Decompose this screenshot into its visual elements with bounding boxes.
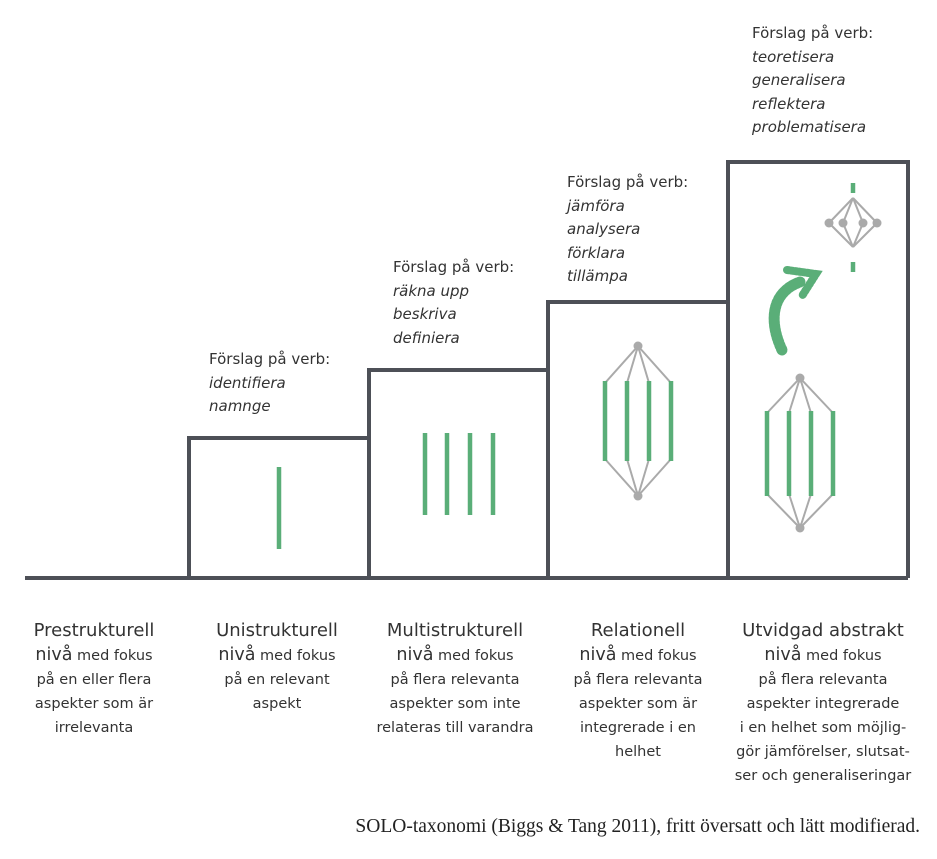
level-desc-line: på flera relevanta	[390, 672, 520, 688]
step-extended-abstract	[726, 160, 910, 578]
verb-item: jämföra	[567, 196, 625, 215]
staircase-outline	[25, 160, 910, 580]
verb-heading: Förslag på verb:	[567, 173, 689, 191]
level-desc-line: relateras till varandra	[376, 720, 534, 736]
level-desc-line: nivå med fokus	[35, 645, 153, 665]
level-multistructural: Multistrukturell nivå med fokus på flera…	[364, 619, 546, 740]
verb-item: problematisera	[752, 118, 867, 136]
verb-heading: Förslag på verb:	[209, 350, 331, 368]
verb-suggestions-extended-abstract: Förslag på verb: teoretisera generaliser…	[752, 22, 873, 140]
verb-heading: Förslag på verb:	[752, 24, 874, 42]
level-desc-line: nivå med fokus	[218, 645, 336, 665]
level-desc-line: aspekter som inte	[389, 696, 521, 712]
step-multistructural	[367, 368, 550, 578]
level-desc-line: på en eller flera	[36, 672, 152, 688]
verb-item: beskriva	[393, 305, 457, 323]
level-desc-line: aspekt	[252, 696, 302, 712]
verb-item: namnge	[209, 397, 271, 415]
verb-item: definiera	[393, 328, 460, 347]
verb-item: analysera	[567, 220, 641, 238]
level-relational: Relationell nivå med fokus på flera rele…	[553, 619, 723, 764]
verb-suggestions-multistructural: Förslag på verb: räkna upp beskriva defi…	[393, 256, 514, 350]
level-desc-line: integrerade i en	[580, 720, 696, 736]
level-unistructural: Unistrukturell nivå med fokus på en rele…	[191, 619, 363, 716]
verb-item: reflektera	[752, 94, 826, 113]
level-desc-line: nivå med fokus	[764, 645, 882, 665]
level-desc-line: nivå med fokus	[579, 645, 697, 665]
verb-item: förklara	[567, 243, 626, 262]
level-desc-line: aspekter som är	[578, 696, 698, 712]
level-name: Utvidgad abstrakt	[742, 620, 904, 641]
level-name: Multistrukturell	[386, 620, 524, 641]
level-desc-line: irrelevanta	[54, 720, 134, 736]
level-name: Prestrukturell	[33, 620, 155, 641]
level-prestructural: Prestrukturell nivå med fokus på en elle…	[10, 619, 178, 740]
level-desc-line: på flera relevanta	[573, 672, 703, 688]
aspect-bars	[276, 183, 856, 549]
verb-item: räkna upp	[393, 281, 470, 300]
verb-item: teoretisera	[752, 47, 835, 66]
figure-caption: SOLO-taxonomi (Biggs & Tang 2011), fritt…	[355, 816, 920, 837]
verb-heading: Förslag på verb:	[393, 258, 515, 276]
level-desc-line: på flera relevanta	[758, 672, 888, 688]
level-desc-line: i en helhet som möjlig-	[739, 720, 907, 736]
level-desc-line: ser och generaliseringar	[734, 768, 912, 784]
verb-suggestions-relational: Förslag på verb: jämföra analysera förkl…	[567, 171, 688, 289]
level-desc-line: nivå med fokus	[396, 645, 514, 665]
level-desc-line: aspekter integrerade	[746, 696, 900, 712]
level-name: Relationell	[590, 620, 686, 641]
verb-item: tillämpa	[567, 267, 628, 285]
connector-nodes	[633, 218, 882, 533]
verb-suggestions-unistructural: Förslag på verb: identifiera namnge	[209, 348, 330, 419]
curved-arrow-icon	[768, 266, 823, 356]
level-desc-line: gör jämförelser, slutsat-	[736, 744, 910, 760]
level-desc-line: helhet	[615, 744, 661, 760]
level-desc-line: aspekter som är	[34, 696, 154, 712]
level-name: Unistrukturell	[216, 620, 338, 641]
verb-item: generalisera	[752, 71, 846, 89]
level-desc-line: på en relevant	[224, 672, 330, 688]
level-extended-abstract: Utvidgad abstrakt nivå med fokus på fler…	[718, 619, 928, 788]
verb-item: identifiera	[209, 373, 286, 392]
staircase-diagram	[25, 160, 910, 580]
